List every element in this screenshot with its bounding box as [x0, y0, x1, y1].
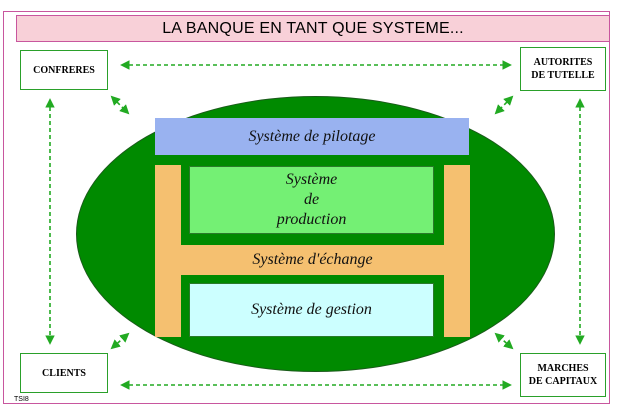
systeme-echange-label: Système d'échange [252, 251, 373, 268]
systeme-pilotage-block: Système de pilotage [155, 118, 469, 155]
autorites-label-line-2: DE TUTELLE [531, 70, 595, 81]
echange-left-bar [155, 165, 181, 337]
systeme-echange-block: Système d'échange [181, 245, 444, 275]
diagram-title: LA BANQUE EN TANT QUE SYSTEME... [162, 19, 464, 37]
autorites-de-tutelle-box: AUTORITES DE TUTELLE [520, 47, 606, 91]
systeme-production-block: Système de production [189, 166, 434, 234]
systeme-gestion-label: Système de gestion [251, 301, 372, 318]
title-bar: LA BANQUE EN TANT QUE SYSTEME... [16, 15, 610, 42]
marches-de-capitaux-box: MARCHES DE CAPITAUX [520, 353, 606, 397]
systeme-production-line-1: Système [285, 171, 338, 188]
arrow-confreres-bank [110, 95, 130, 115]
autorites-label-line-1: AUTORITES [533, 57, 593, 68]
echange-right-bar [444, 165, 470, 337]
systeme-production-line-2: de [303, 191, 320, 208]
systeme-pilotage-label: Système de pilotage [248, 127, 376, 145]
outer-frame [3, 11, 610, 404]
arrow-autorites-bank [494, 95, 514, 115]
systeme-gestion-block: Système de gestion [189, 283, 434, 337]
footer-tag: TSI8 [14, 396, 29, 403]
confreres-label: CONFRERES [33, 64, 95, 76]
marches-label-line-1: MARCHES [537, 363, 589, 374]
marches-label-line-2: DE CAPITAUX [528, 376, 598, 387]
arrow-clients-bank [110, 332, 130, 350]
clients-box: CLIENTS [20, 353, 108, 393]
systeme-production-line-3: production [276, 211, 347, 228]
clients-label: CLIENTS [42, 367, 86, 379]
arrow-marches-bank [494, 332, 514, 350]
confreres-box: CONFRERES [20, 50, 108, 90]
